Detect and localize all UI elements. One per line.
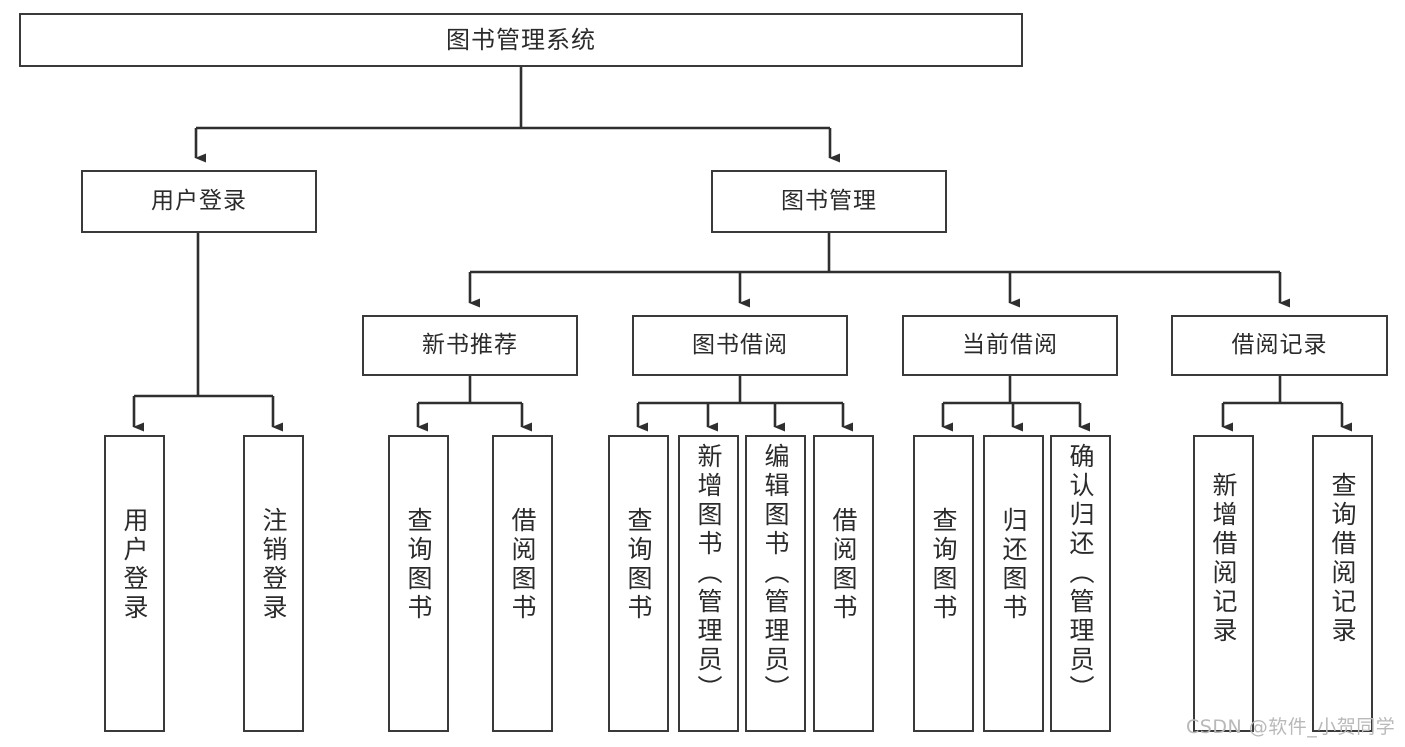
node-label: 注销登录 xyxy=(259,507,288,623)
node-label: 借阅图书 xyxy=(508,507,537,623)
node-label: 查询图书 xyxy=(404,507,433,623)
node-root-book-management-system[interactable]: 图书管理系统 xyxy=(19,13,1023,67)
node-label: 图书借阅 xyxy=(692,331,788,358)
node-label: 图书管理系统 xyxy=(446,25,596,54)
leaf-current-borrow-2[interactable]: 确认归还（管理员） xyxy=(1050,435,1111,732)
node-label: 借阅图书 xyxy=(829,507,858,623)
node-label: 借阅记录 xyxy=(1231,331,1328,358)
leaf-user-login-0[interactable]: 用户登录 xyxy=(104,435,165,732)
node-label: 确认归还（管理员） xyxy=(1066,443,1095,704)
node-user-login[interactable]: 用户登录 xyxy=(81,170,317,233)
leaf-current-borrow-1[interactable]: 归还图书 xyxy=(983,435,1044,732)
leaf-user-login-1[interactable]: 注销登录 xyxy=(243,435,304,732)
node-label: 新增借阅记录 xyxy=(1209,472,1238,646)
node-label: 图书管理 xyxy=(781,187,877,214)
node-label: 用户登录 xyxy=(120,507,149,623)
node-label: 编辑图书（管理员） xyxy=(761,443,790,704)
leaf-book-borrow-2[interactable]: 编辑图书（管理员） xyxy=(745,435,806,732)
csdn-watermark: CSDN @软件_小贺同学 xyxy=(1186,716,1396,738)
node-book-borrow[interactable]: 图书借阅 xyxy=(632,315,848,376)
node-label: 归还图书 xyxy=(999,507,1028,623)
leaf-new-book-rec-0[interactable]: 查询图书 xyxy=(388,435,449,732)
node-current-borrow[interactable]: 当前借阅 xyxy=(902,315,1118,376)
leaf-book-borrow-3[interactable]: 借阅图书 xyxy=(813,435,874,732)
leaf-book-borrow-1[interactable]: 新增图书（管理员） xyxy=(678,435,739,732)
node-new-book-recommendation[interactable]: 新书推荐 xyxy=(362,315,578,376)
node-label: 用户登录 xyxy=(151,187,247,214)
leaf-borrow-record-1[interactable]: 查询借阅记录 xyxy=(1312,435,1373,732)
node-label: 新书推荐 xyxy=(422,331,518,358)
node-label: 查询借阅记录 xyxy=(1328,472,1357,646)
node-label: 查询图书 xyxy=(624,507,653,623)
node-book-management[interactable]: 图书管理 xyxy=(711,170,947,233)
leaf-borrow-record-0[interactable]: 新增借阅记录 xyxy=(1193,435,1254,732)
node-label: 新增图书（管理员） xyxy=(694,443,723,704)
leaf-current-borrow-0[interactable]: 查询图书 xyxy=(913,435,974,732)
leaf-new-book-rec-1[interactable]: 借阅图书 xyxy=(492,435,553,732)
node-label: 查询图书 xyxy=(929,507,958,623)
node-borrow-record[interactable]: 借阅记录 xyxy=(1171,315,1388,376)
node-label: 当前借阅 xyxy=(962,331,1058,358)
leaf-book-borrow-0[interactable]: 查询图书 xyxy=(608,435,669,732)
